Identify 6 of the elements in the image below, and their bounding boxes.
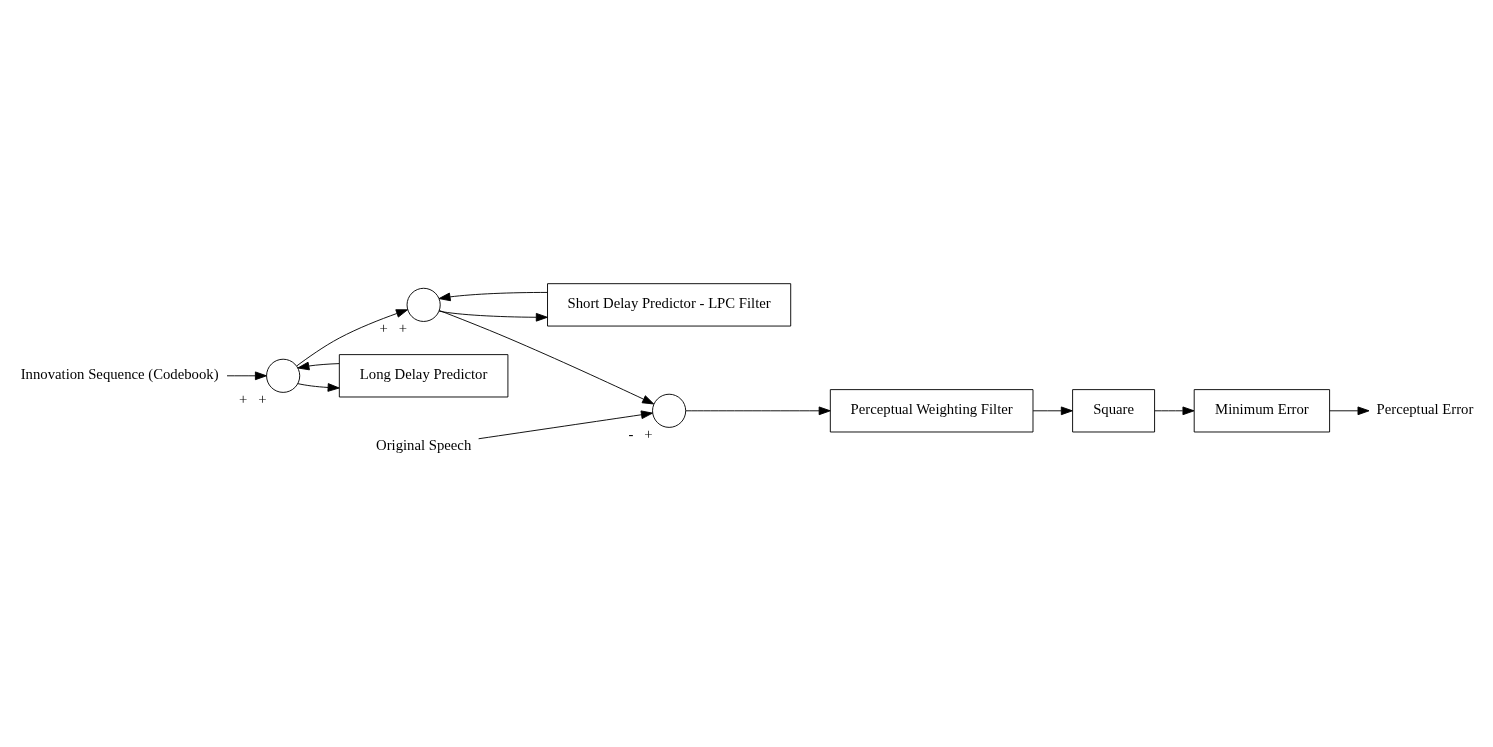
node-text: Original Speech xyxy=(376,437,472,454)
node-text: Perceptual Error xyxy=(1376,401,1474,418)
node-text: Innovation Sequence (Codebook) xyxy=(20,366,219,383)
node-label: + + xyxy=(379,320,408,337)
node-label: - + xyxy=(628,426,653,443)
node-label: + + xyxy=(238,391,267,408)
